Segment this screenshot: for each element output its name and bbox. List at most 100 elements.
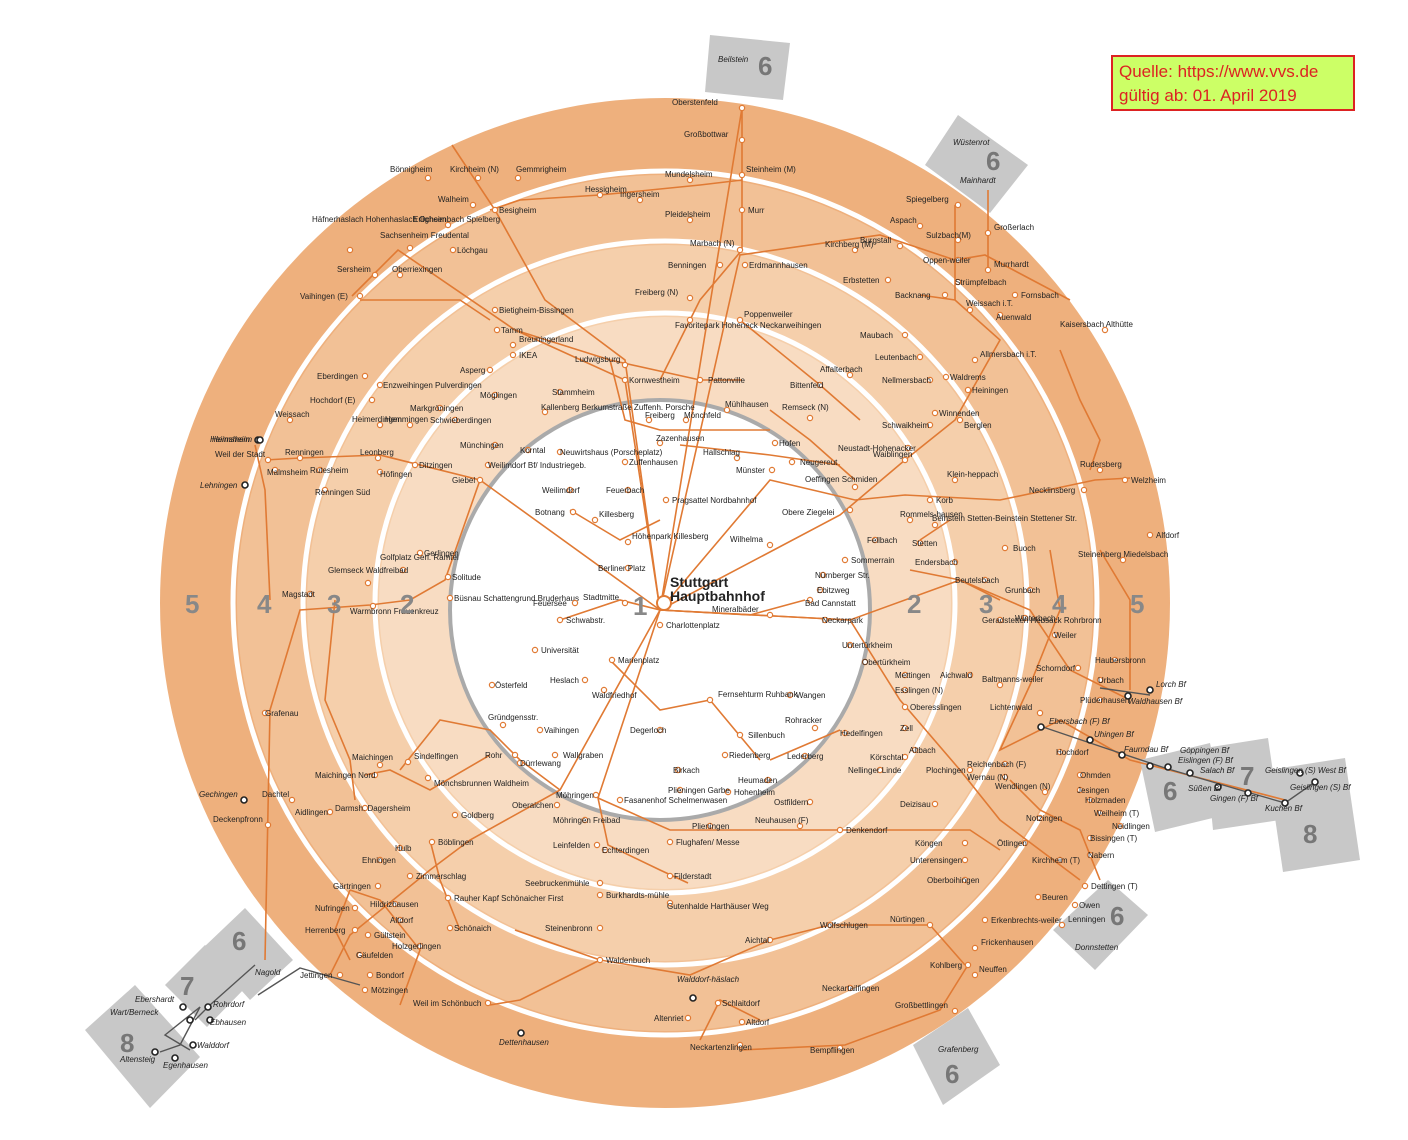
station[interactable]: Nürnberger Str. bbox=[815, 571, 870, 580]
station[interactable]: Möglingen bbox=[480, 391, 517, 400]
station[interactable]: Böblingen bbox=[428, 838, 474, 847]
station[interactable]: Erligheim bbox=[413, 215, 452, 229]
station[interactable]: Altdorf bbox=[390, 916, 414, 925]
station[interactable]: Endersbach bbox=[915, 558, 959, 567]
station[interactable]: Breuningerland bbox=[509, 335, 573, 349]
station[interactable]: Geradstetten Hebsack Rohrbronn bbox=[982, 616, 1102, 625]
station[interactable]: Echterdingen bbox=[601, 846, 649, 855]
station[interactable]: Marbach (N) bbox=[690, 239, 744, 254]
station[interactable]: Fasanenhof Schelmenwasen bbox=[616, 796, 727, 805]
station[interactable]: Rommels-hausen bbox=[900, 510, 963, 524]
station[interactable]: Uhingen Bf bbox=[1086, 730, 1134, 744]
station[interactable]: Walddorf-häslach bbox=[677, 975, 740, 1002]
station[interactable]: Neuwirtshaus (Porscheplatz) bbox=[556, 448, 663, 457]
station[interactable]: Reichenbach (F) bbox=[967, 760, 1026, 769]
station[interactable]: Mineralbäder bbox=[712, 605, 774, 619]
station[interactable]: Weiler bbox=[1051, 631, 1077, 640]
station[interactable]: Holzmaden bbox=[1085, 796, 1125, 805]
station[interactable]: Wilhelma bbox=[730, 535, 774, 549]
station[interactable]: Lenningen bbox=[1058, 915, 1105, 929]
station[interactable]: Denkendorf bbox=[836, 826, 888, 835]
station[interactable]: Bittenfeld bbox=[790, 381, 823, 390]
station[interactable]: Hessigheim bbox=[585, 185, 627, 199]
station[interactable]: Großbettlingen bbox=[895, 1001, 959, 1015]
station[interactable]: Jesingen bbox=[1076, 786, 1109, 795]
station[interactable]: Gemmrigheim bbox=[514, 165, 567, 182]
station[interactable]: Hildrizhausen bbox=[370, 900, 418, 909]
station[interactable]: Remseck (N) bbox=[782, 403, 829, 422]
station[interactable]: Gültstein bbox=[364, 931, 406, 940]
station[interactable]: Gingen (F) Bf bbox=[1210, 789, 1259, 803]
station[interactable]: Unterensingen bbox=[910, 856, 969, 865]
station[interactable]: Besigheim bbox=[491, 206, 537, 215]
station[interactable]: Schlaitdorf bbox=[714, 999, 761, 1008]
station[interactable]: Rohrdorf bbox=[204, 1000, 245, 1011]
station[interactable]: Sommerrain bbox=[841, 556, 895, 565]
station[interactable]: Wolfschlugen bbox=[820, 921, 868, 930]
station[interactable]: Hofen bbox=[771, 439, 800, 448]
station[interactable]: Deizisau bbox=[900, 800, 939, 809]
station[interactable]: Killesberg bbox=[591, 510, 634, 524]
station[interactable]: Steinheim (M) bbox=[738, 165, 796, 179]
station[interactable]: IKEA bbox=[509, 351, 538, 360]
station[interactable]: Großbottwar bbox=[684, 130, 746, 144]
station[interactable]: Waiblingen bbox=[873, 450, 912, 464]
station[interactable]: Hallschlag bbox=[703, 448, 741, 462]
station[interactable]: Mönchsbrunnen Waldheim bbox=[424, 774, 529, 788]
station[interactable]: Altbach bbox=[909, 746, 936, 755]
station[interactable]: Klein-heppach bbox=[947, 470, 998, 484]
station[interactable]: Hemmingen bbox=[385, 415, 428, 429]
station[interactable]: Heimsheim bbox=[212, 435, 264, 444]
station[interactable]: Dettenhausen bbox=[499, 1029, 549, 1047]
station[interactable]: Weissach bbox=[275, 410, 310, 424]
station[interactable]: Waldfriedhof bbox=[592, 686, 637, 700]
station[interactable]: Aspach bbox=[890, 216, 924, 230]
station[interactable]: Esslingen (N) bbox=[895, 686, 943, 695]
station[interactable]: Dürrlewang bbox=[516, 759, 561, 768]
station[interactable]: Nellmersbach bbox=[882, 376, 934, 385]
station[interactable]: Weissach i.T. bbox=[966, 299, 1013, 314]
station[interactable]: Necklinsberg bbox=[1029, 486, 1088, 495]
station[interactable]: Solitude bbox=[444, 573, 481, 582]
station[interactable]: Magstadt bbox=[282, 590, 316, 599]
station[interactable]: Faurndau Bf bbox=[1118, 745, 1169, 759]
station[interactable]: Altensteig bbox=[119, 1048, 159, 1064]
station[interactable]: Urbach bbox=[1096, 676, 1124, 685]
station[interactable]: Herrenberg bbox=[305, 926, 359, 935]
station[interactable]: Waldrems bbox=[942, 373, 986, 382]
station[interactable]: Warmbronn Frauenkreuz bbox=[350, 602, 439, 616]
station[interactable]: Geislingen (S) West Bf bbox=[1265, 766, 1347, 777]
station[interactable]: Gerlingen bbox=[416, 549, 459, 558]
station[interactable]: Walheim bbox=[438, 195, 477, 209]
station[interactable]: Rohr bbox=[485, 751, 519, 760]
station[interactable]: Alfdorf bbox=[1146, 531, 1180, 540]
station[interactable]: Murrhardt bbox=[984, 260, 1029, 274]
station[interactable]: Beutelsbach bbox=[955, 576, 999, 585]
station[interactable]: Riedenberg bbox=[721, 751, 770, 760]
station[interactable]: Oeffingen Schmiden bbox=[805, 475, 877, 491]
station[interactable]: Bad Cannstatt bbox=[805, 596, 856, 608]
station[interactable]: Sindelfingen bbox=[404, 752, 458, 766]
station[interactable]: Beinstein Stetten-Beinstein Stettener St… bbox=[931, 514, 1077, 529]
station[interactable]: Weil der Stadt bbox=[215, 450, 272, 464]
station[interactable]: Freiberg (N) bbox=[635, 288, 694, 302]
station[interactable]: Salach Bf bbox=[1186, 766, 1235, 777]
station[interactable]: Plochingen bbox=[926, 766, 974, 775]
station[interactable]: Kirchheim (T) bbox=[1032, 856, 1080, 865]
station[interactable]: Rauher Kapf Schönaicher First bbox=[444, 894, 564, 903]
station[interactable]: Kaisersbach Althütte bbox=[1060, 320, 1133, 334]
station[interactable]: Mundelsheim bbox=[665, 170, 713, 184]
station[interactable]: Frickenhausen bbox=[971, 938, 1033, 952]
station[interactable]: Bempflingen bbox=[810, 1044, 854, 1055]
station[interactable]: Enzweihingen Pulverdingen bbox=[376, 381, 482, 390]
station[interactable]: Botnang bbox=[535, 508, 577, 517]
station[interactable]: Dettingen (T) bbox=[1081, 882, 1138, 891]
station[interactable]: Oberriexingen bbox=[392, 265, 442, 279]
station[interactable]: Rudersberg bbox=[1080, 460, 1122, 474]
station[interactable]: Oberesslingen bbox=[901, 703, 962, 712]
station[interactable]: Pattonville bbox=[696, 376, 745, 385]
station[interactable]: Gäufelden bbox=[356, 951, 393, 960]
station[interactable]: Eislingen (F) Bf bbox=[1164, 756, 1233, 771]
station[interactable]: Oberboihingen bbox=[927, 876, 979, 885]
station[interactable]: Heimerdingen bbox=[352, 415, 402, 429]
